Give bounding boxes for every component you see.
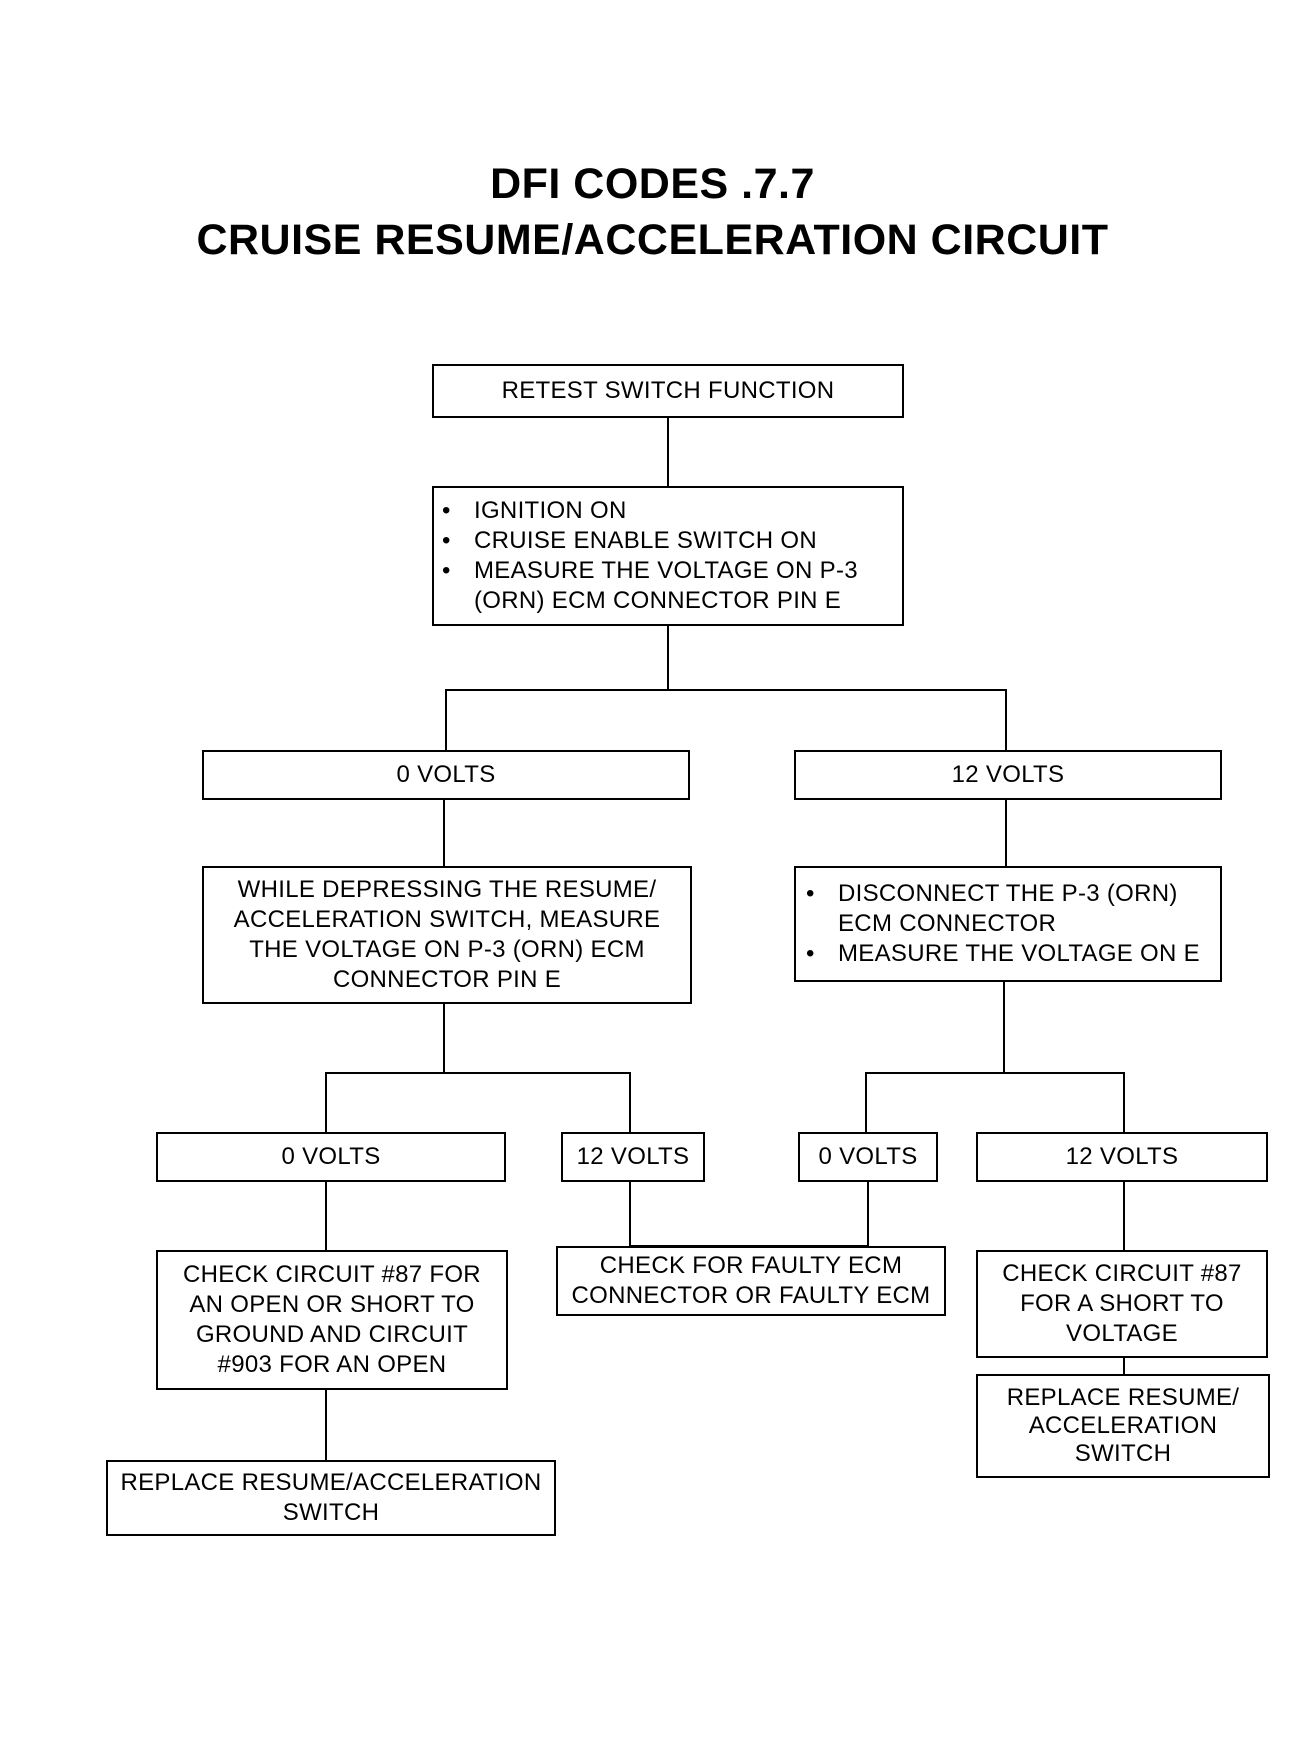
check-circuit-87-open-text: CHECK CIRCUIT #87 FOR AN OPEN OR SHORT T… [183, 1261, 481, 1378]
diagram-subtitle: CRUISE RESUME/ACCELERATION CIRCUIT [196, 216, 1109, 264]
zero-volts-box-a: 0 VOLTS [202, 750, 690, 800]
depress-measure-text: WHILE DEPRESSING THE RESUME/ ACCELERATIO… [233, 876, 661, 993]
step-measure-e: MEASURE THE VOLTAGE ON E [798, 939, 1220, 969]
zero-volts-label-c: 0 VOLTS [818, 1143, 918, 1170]
replace-switch-text-right: REPLACE RESUME/ ACCELERATION SWITCH [1006, 1384, 1240, 1467]
twelve-volts-label-a: 12 VOLTS [951, 761, 1065, 788]
connector-to-faulty-ecm [629, 1182, 869, 1247]
connector-split-left [325, 1072, 631, 1132]
retest-label: RETEST SWITCH FUNCTION [501, 377, 835, 404]
diagram-title: DFI CODES .7.7 [490, 160, 815, 208]
step-measure-voltage: MEASURE THE VOLTAGE ON P-3 (ORN) ECM CON… [434, 556, 902, 616]
zero-volts-label-a: 0 VOLTS [396, 761, 496, 788]
check-circuit-87-short-text: CHECK CIRCUIT #87 FOR A SHORT TO VOLTAGE [1002, 1260, 1242, 1347]
zero-volts-label-b: 0 VOLTS [281, 1143, 381, 1170]
retest-switch-function-box: RETEST SWITCH FUNCTION [432, 364, 904, 418]
zero-volts-box-b: 0 VOLTS [156, 1132, 506, 1182]
twelve-volts-label-b: 12 VOLTS [576, 1143, 690, 1170]
replace-switch-text-left: REPLACE RESUME/ACCELERATION SWITCH [120, 1469, 542, 1526]
check-circuit-87-short-box: CHECK CIRCUIT #87 FOR A SHORT TO VOLTAGE [976, 1250, 1268, 1358]
check-circuit-87-open-box: CHECK CIRCUIT #87 FOR AN OPEN OR SHORT T… [156, 1250, 508, 1390]
twelve-volts-box-b: 12 VOLTS [561, 1132, 705, 1182]
ignition-steps-list: IGNITION ON CRUISE ENABLE SWITCH ON MEAS… [434, 496, 902, 616]
twelve-volts-box-a: 12 VOLTS [794, 750, 1222, 800]
disconnect-steps-box: DISCONNECT THE P-3 (ORN) ECM CONNECTOR M… [794, 866, 1222, 982]
twelve-volts-label-c: 12 VOLTS [1065, 1143, 1179, 1170]
connector-split-top [445, 689, 1007, 750]
replace-switch-box-right: REPLACE RESUME/ ACCELERATION SWITCH [976, 1374, 1270, 1478]
replace-switch-box-left: REPLACE RESUME/ACCELERATION SWITCH [106, 1460, 556, 1536]
check-faulty-ecm-text: CHECK FOR FAULTY ECM CONNECTOR OR FAULTY… [571, 1252, 931, 1309]
twelve-volts-box-c: 12 VOLTS [976, 1132, 1268, 1182]
step-cruise-enable: CRUISE ENABLE SWITCH ON [434, 526, 902, 556]
check-faulty-ecm-box: CHECK FOR FAULTY ECM CONNECTOR OR FAULTY… [556, 1246, 946, 1316]
depress-measure-box: WHILE DEPRESSING THE RESUME/ ACCELERATIO… [202, 866, 692, 1004]
step-ignition-on: IGNITION ON [434, 496, 902, 526]
step-disconnect: DISCONNECT THE P-3 (ORN) ECM CONNECTOR [798, 879, 1220, 939]
connector-split-right [865, 1072, 1125, 1132]
disconnect-steps-list: DISCONNECT THE P-3 (ORN) ECM CONNECTOR M… [798, 879, 1220, 969]
ignition-steps-box: IGNITION ON CRUISE ENABLE SWITCH ON MEAS… [432, 486, 904, 626]
zero-volts-box-c: 0 VOLTS [798, 1132, 938, 1182]
